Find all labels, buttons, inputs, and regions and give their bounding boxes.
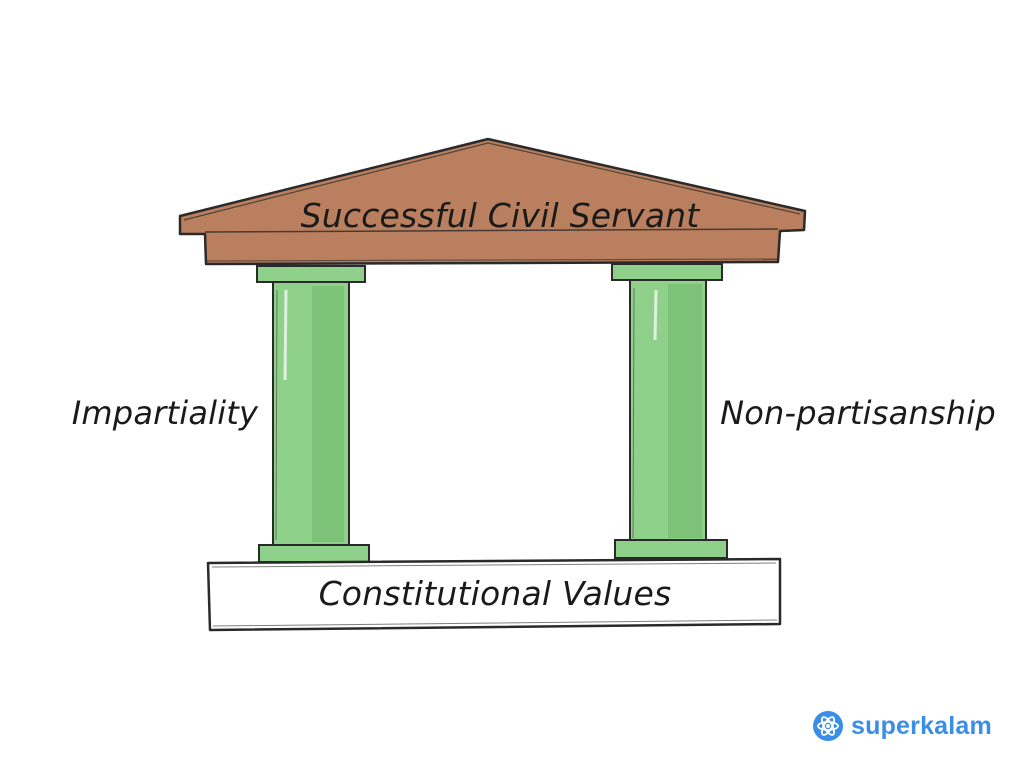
atom-logo-icon [813,711,843,741]
left-pillar-label: Impartiality [71,394,259,432]
brand-name: superkalam [851,711,992,740]
base-label: Constitutional Values [318,574,672,613]
right-pillar-label: Non-partisanship [720,394,996,432]
brand-logo: superkalam [812,706,992,746]
roof-label: Successful Civil Servant [300,196,700,235]
roof [178,137,807,266]
right-pillar [611,263,728,559]
base [206,557,782,632]
left-pillar [256,265,370,563]
